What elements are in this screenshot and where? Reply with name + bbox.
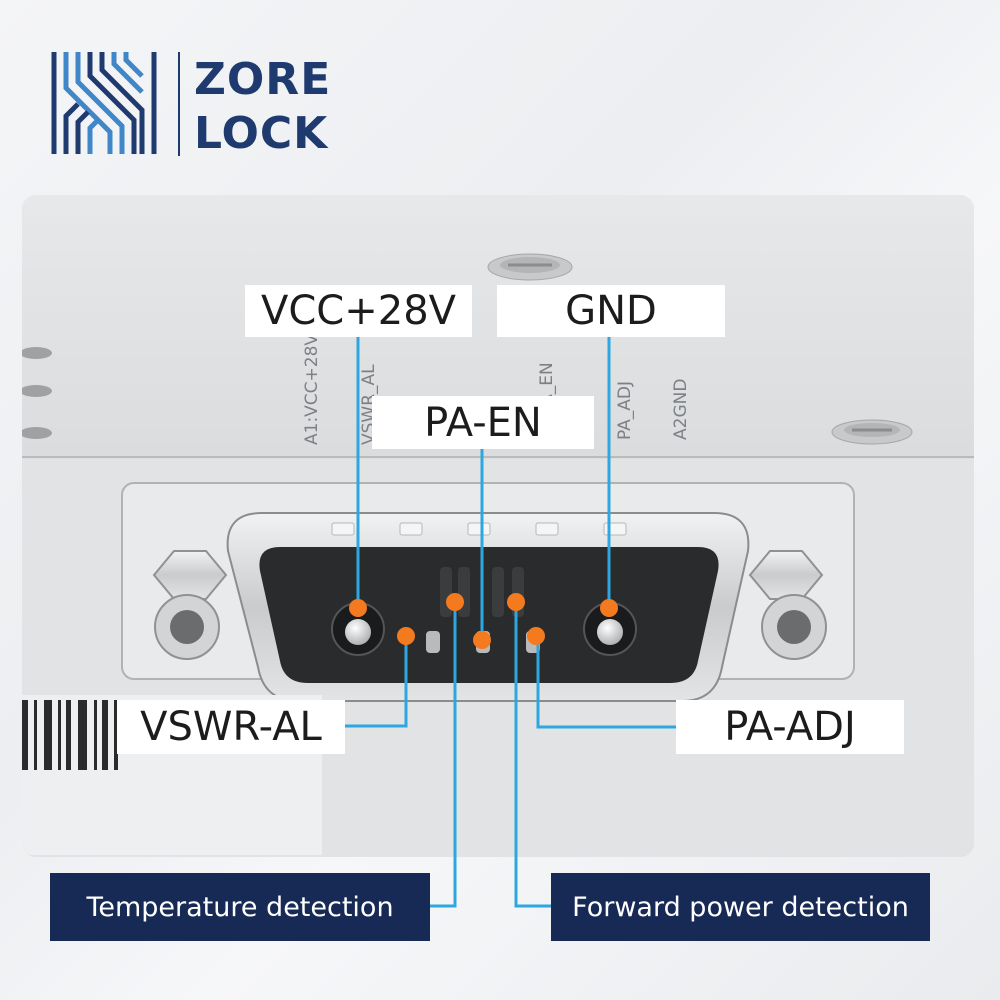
screw-right-icon (831, 419, 913, 445)
label-vswr: VSWR-AL (117, 700, 345, 754)
brand-logo: ZORE LOCK (50, 50, 340, 160)
shell-dimples (331, 522, 627, 536)
pin-dot-gnd (600, 599, 618, 617)
leader-temperature (430, 602, 457, 908)
coax-pin-right (583, 602, 637, 656)
standoff-right-icon (748, 550, 827, 660)
label-pa-en: PA-EN (372, 396, 594, 449)
leader-forward-power (514, 602, 552, 908)
pin-dot-vswr (397, 627, 415, 645)
screw-top-icon (487, 253, 573, 281)
logo-divider (178, 52, 180, 156)
label-vcc: VCC+28V (245, 285, 472, 337)
brand-name-line1: ZORE (194, 54, 332, 105)
zorelock-logo-mark-icon (51, 52, 157, 154)
pin-dot-pa-adj (527, 627, 545, 645)
label-gnd: GND (497, 285, 725, 337)
leader-pa-adj (536, 636, 676, 729)
standoff-left-icon (152, 550, 228, 660)
caption-temperature: Temperature detection (50, 873, 430, 941)
vent-holes (22, 347, 52, 439)
pin-dot-pa-en (473, 631, 491, 649)
pin-dot-forward-power (507, 593, 525, 611)
coax-pin-left (331, 602, 385, 656)
leader-vswr (345, 636, 408, 728)
silk-vcc: A1:VCC+28V (302, 334, 322, 445)
silk-gnd: A2GND (671, 379, 691, 440)
barcode (22, 700, 118, 770)
pin-dot-vcc (349, 599, 367, 617)
silk-pa-adj: PA_ADJ (615, 381, 635, 440)
label-pa-adj: PA-ADJ (676, 700, 904, 754)
pin-dot-temperature (446, 593, 464, 611)
caption-forward-power: Forward power detection (551, 873, 930, 941)
brand-name-line2: LOCK (194, 108, 329, 159)
